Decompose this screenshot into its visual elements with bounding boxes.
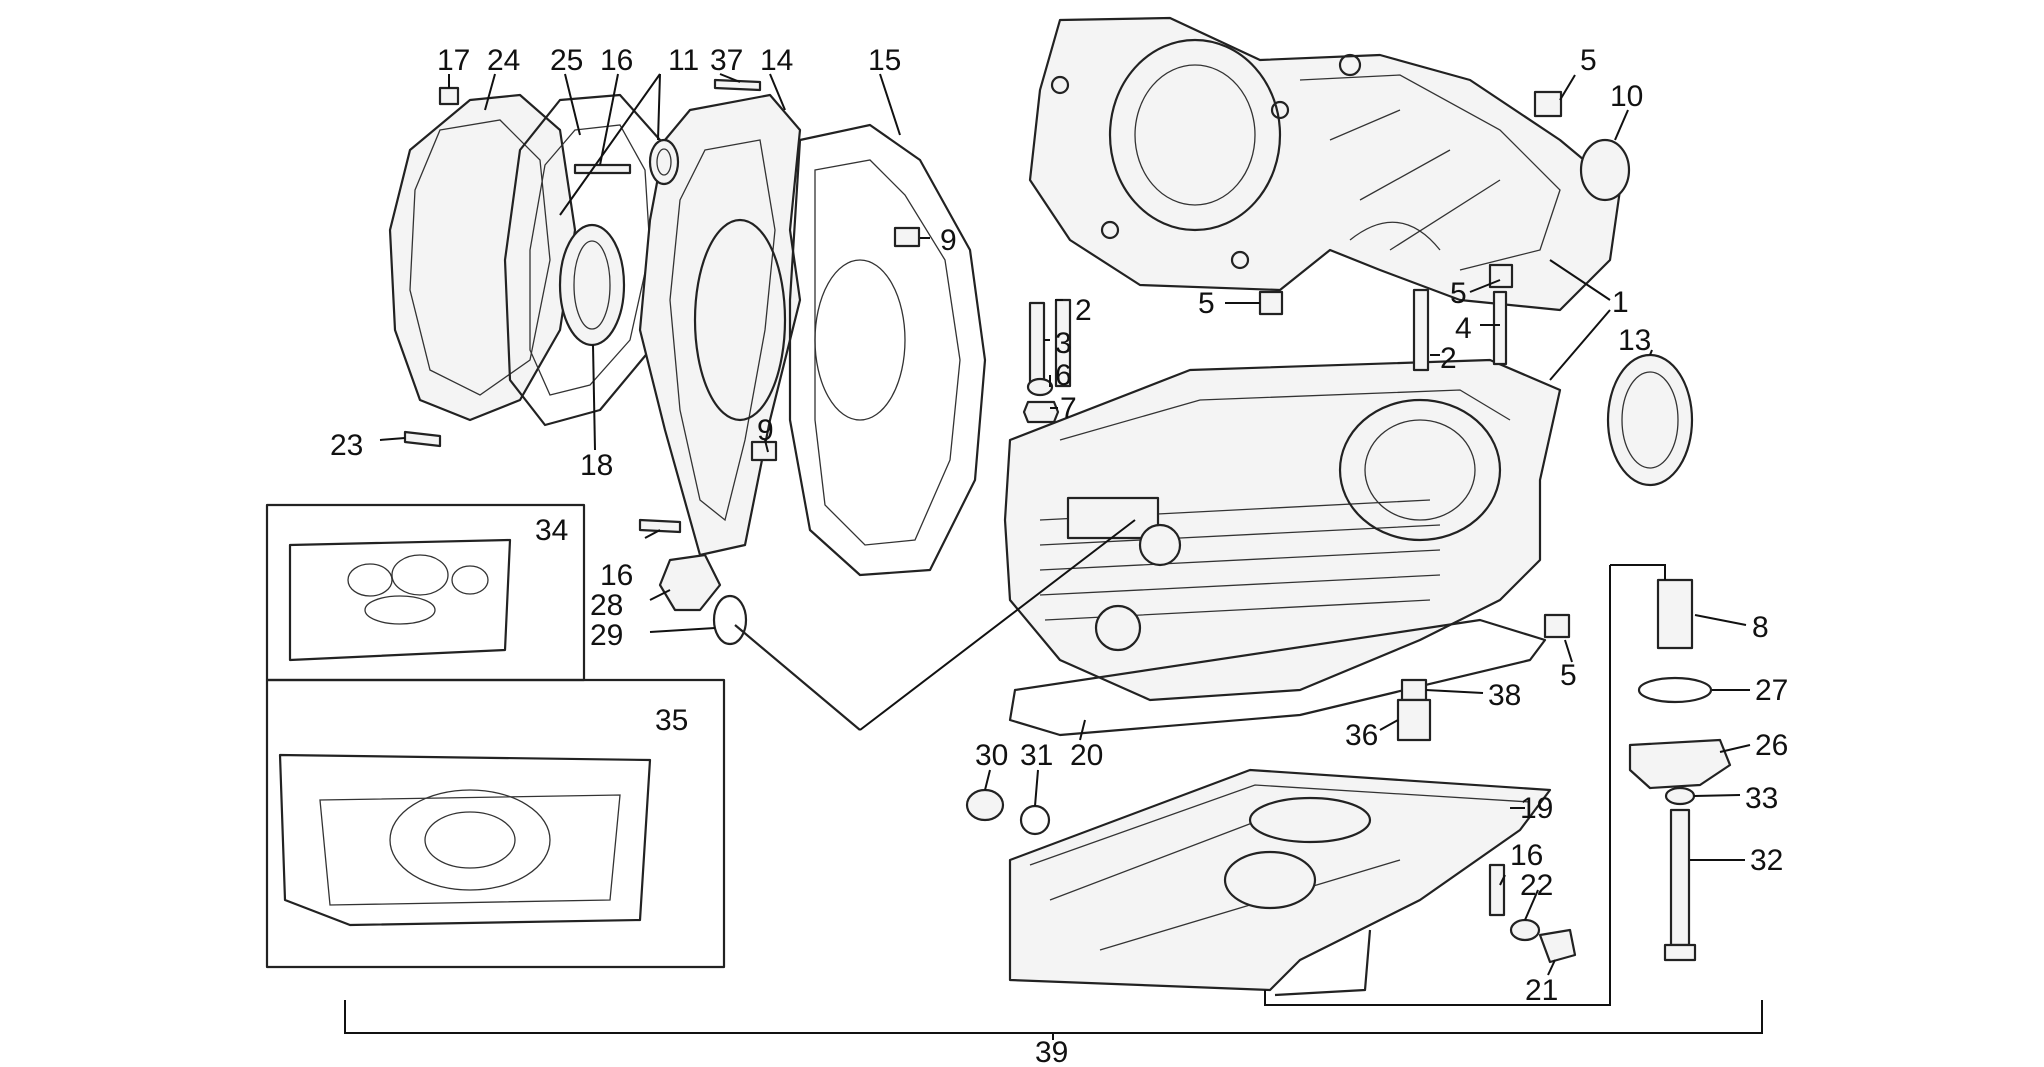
callout-5-right: 5 [1450, 277, 1467, 310]
washer-38 [1400, 678, 1428, 702]
kit-35-box [265, 678, 726, 969]
callout-6: 6 [1055, 359, 1072, 392]
callout-2-right: 2 [1440, 342, 1457, 375]
callout-13: 13 [1618, 324, 1651, 357]
screw-16-sump [1488, 863, 1506, 917]
studs-and-dowels [1022, 90, 1694, 639]
dowel-36 [1396, 698, 1432, 742]
callout-17: 17 [437, 44, 470, 77]
nut-7 [1022, 400, 1060, 424]
washer-31 [1019, 804, 1051, 836]
oil-filler-boss [1066, 496, 1160, 540]
callout-24: 24 [487, 44, 520, 77]
callout-3: 3 [1055, 327, 1072, 360]
callout-33: 33 [1745, 782, 1778, 815]
dowel-9-upper [893, 226, 921, 248]
dowel-9-lower [750, 440, 778, 462]
callout-29: 29 [590, 619, 623, 652]
cylinder-bore [1108, 38, 1282, 232]
callout-30: 30 [975, 739, 1008, 772]
callout-38: 38 [1488, 679, 1521, 712]
callout-39: 39 [1035, 1036, 1068, 1067]
callout-26: 26 [1755, 729, 1788, 762]
leader-lines [344, 73, 1763, 1040]
gasket-kit-boxes [265, 503, 726, 969]
callout-37: 37 [710, 44, 743, 77]
callout-16-mid: 16 [600, 559, 633, 592]
screw-16-mid [638, 518, 682, 534]
stud-4 [1492, 290, 1508, 366]
seal-13 [1606, 353, 1694, 487]
callout-36: 36 [1345, 719, 1378, 752]
drain-plug-boss [1094, 604, 1142, 652]
timing-cover-group [388, 78, 987, 577]
filter-8 [1656, 578, 1694, 650]
callout-9-lower: 9 [757, 414, 774, 447]
oil-filler-cap [1138, 523, 1182, 567]
nut-17 [438, 86, 460, 106]
seal-11 [648, 138, 680, 186]
oil-filler-dipstick [638, 518, 861, 731]
callout-10: 10 [1610, 80, 1643, 113]
callout-34: 34 [535, 514, 568, 547]
callout-16-sump: 16 [1510, 839, 1543, 872]
callout-23: 23 [330, 429, 363, 462]
dowel-5-top [1533, 90, 1563, 118]
callout-4: 4 [1455, 312, 1472, 345]
callout-20: 20 [1070, 739, 1103, 772]
callout-28: 28 [590, 589, 623, 622]
callout-14: 14 [760, 44, 793, 77]
callout-15: 15 [868, 44, 901, 77]
oil-sump [965, 768, 1577, 997]
callout-21: 21 [1525, 974, 1558, 1007]
callout-8: 8 [1752, 611, 1769, 644]
plug-21 [1538, 928, 1577, 964]
screw-37 [713, 78, 762, 92]
callout-18: 18 [580, 449, 613, 482]
callout-5-center: 5 [1198, 287, 1215, 320]
lower-crankcase [1003, 358, 1562, 737]
callout-16-upper: 16 [600, 44, 633, 77]
stud-2-right [1412, 288, 1430, 372]
washer-33 [1664, 786, 1696, 806]
callout-32: 32 [1750, 844, 1783, 877]
callout-25: 25 [550, 44, 583, 77]
screw-23 [403, 430, 442, 448]
callout-22: 22 [1520, 869, 1553, 902]
plug-30 [965, 788, 1005, 822]
screw-16-upper [573, 163, 632, 175]
o-ring-27 [1637, 676, 1713, 704]
bush-10 [1579, 138, 1631, 202]
callout-19: 19 [1520, 792, 1553, 825]
callout-2-left: 2 [1075, 294, 1092, 327]
callout-1: 1 [1612, 286, 1629, 319]
callout-5-lower: 5 [1560, 659, 1577, 692]
sump-strainer-housing [1248, 796, 1372, 844]
callout-35: 35 [655, 704, 688, 737]
callout-7: 7 [1060, 392, 1077, 425]
callout-31: 31 [1020, 739, 1053, 772]
dowel-5-lower [1543, 613, 1571, 639]
washer-22 [1509, 918, 1541, 942]
stud-3 [1028, 301, 1046, 385]
filler-cap-28 [658, 553, 722, 612]
oil-filter-assembly [1396, 578, 1732, 962]
upper-crankcase [1028, 16, 1622, 312]
callout-11: 11 [668, 44, 699, 77]
callout-5-top: 5 [1580, 44, 1597, 77]
cover-26 [1628, 738, 1732, 790]
callout-27: 27 [1755, 674, 1788, 707]
seal-18 [558, 223, 626, 347]
callout-labels: 17 24 25 16 11 37 14 15 9 9 18 23 5 10 1… [330, 44, 1788, 1067]
callout-9-upper: 9 [940, 224, 957, 257]
bolt-32 [1669, 808, 1691, 947]
washer-6 [1026, 377, 1054, 397]
dowel-5-center [1258, 290, 1284, 316]
o-ring-29 [712, 594, 748, 646]
